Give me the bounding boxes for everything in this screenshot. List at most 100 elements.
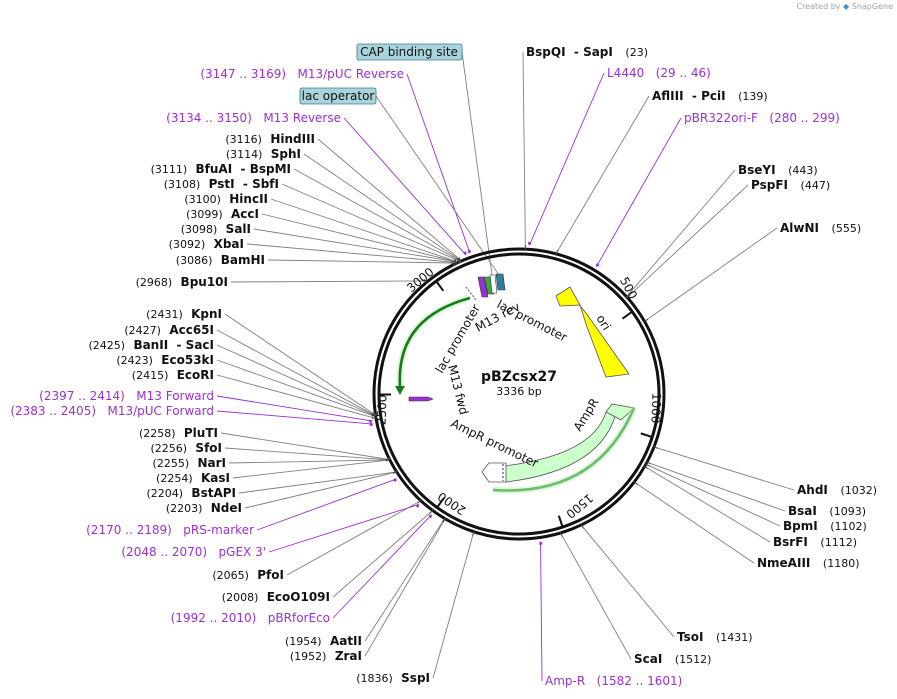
lac-operator-box[interactable] [299, 87, 377, 105]
ampr-feature[interactable] [503, 408, 618, 483]
site-label-sali[interactable]: (3098) SalI [181, 222, 251, 236]
ampr-label: AmpR [571, 396, 602, 434]
site-marker-hindiii [458, 257, 462, 263]
spacer [172, 523, 183, 537]
primer-range: (3134 .. 3150) [166, 111, 252, 125]
ampr-promoter-feature[interactable] [481, 462, 507, 483]
lac-promoter-dashed-marker [465, 286, 477, 301]
leader-hincii [270, 198, 456, 262]
enzyme-name: HincII [229, 192, 268, 206]
site-marker-bfuai [457, 257, 461, 263]
site-label-acci[interactable]: (3099) AccI [186, 207, 259, 221]
site-label-psti[interactable]: (3108) PstI - SbfI [164, 177, 279, 191]
spacer [202, 501, 210, 515]
lac-promoter-arrowhead [395, 386, 405, 395]
site-label-sphi[interactable]: (3114) SphI [226, 147, 301, 161]
site-position: (555) [832, 222, 862, 235]
cap-binding-site-box[interactable] [356, 43, 463, 61]
site-label-xbai[interactable]: (3092) XbaI [169, 237, 244, 251]
site-label-hindiii[interactable]: (3116) HindIII [225, 132, 315, 146]
site-label-pspfi[interactable]: PspFI (447) [751, 178, 830, 192]
enzyme-name: Acc65I [169, 323, 214, 337]
enzyme-name: PspFI [751, 178, 788, 192]
leader-bstapi [238, 471, 395, 494]
primer-label-pbr322[interactable]: pBR322ori-F (280 .. 299) [684, 111, 840, 125]
site-label-bsai[interactable]: BsaI (1093) [788, 504, 866, 518]
spacer [96, 404, 107, 418]
site-position: (3108) [164, 178, 201, 191]
lac-operator-feature[interactable] [495, 273, 506, 291]
primer-leader-m13puc_fwd [216, 410, 374, 425]
site-marker-bsrfi [643, 465, 649, 469]
enzyme-name: PluTI [184, 426, 218, 440]
site-label-ecoo109i[interactable]: (2008) EcoO109I [222, 590, 330, 604]
spacer [819, 221, 832, 235]
site-label-kasi[interactable]: (2254) KasI [156, 471, 230, 485]
tick-label-2500: 2500 [374, 394, 389, 425]
site-label-bamhi[interactable]: (3086) BamHI [176, 253, 265, 267]
site-label-bspqi[interactable]: BspQI - SapI (23) [526, 45, 648, 59]
site-label-kpni[interactable]: (2431) KpnI [146, 307, 222, 321]
primer-label-pbrforeco[interactable]: (1992 .. 2010) pBRforEco [171, 611, 330, 625]
site-position: (1180) [823, 557, 860, 570]
lac-operator-label: lac operator [302, 89, 375, 103]
site-label-ecori[interactable]: (2415) EcoRI [132, 368, 214, 382]
primer-label-l4440[interactable]: L4440 (29 .. 46) [607, 66, 711, 80]
spacer [217, 222, 225, 236]
site-label-acc65i[interactable]: (2427) Acc65I [124, 323, 214, 337]
site-label-bstapi[interactable]: (2204) BstAPI [146, 486, 236, 500]
site-label-nmeaiii[interactable]: NmeAIII (1180) [757, 556, 860, 570]
site-label-aatii[interactable]: (1954) AatII [285, 634, 362, 648]
spacer [193, 471, 201, 485]
site-label-sspi[interactable]: (1836) SspI [356, 671, 430, 685]
leader-nmeaiii [635, 482, 755, 564]
site-label-bpu10i[interactable]: (2968) Bpu10I [136, 275, 228, 289]
site-marker-bstapi [392, 470, 398, 474]
site-label-sfoi[interactable]: (2256) SfoI [150, 441, 222, 455]
enzyme-name: SbfI [252, 177, 279, 191]
primer-label-ampr_primer[interactable]: Amp-R (1582 .. 1601) [545, 674, 682, 688]
cap-site-feature[interactable] [489, 274, 498, 294]
primer-label-m13puc_fwd[interactable]: (2383 .. 2405) M13/pUC Forward [10, 404, 214, 418]
primer-label-m13_forward[interactable]: (2397 .. 2414) M13 Forward [39, 389, 214, 403]
site-position: (1952) [290, 650, 327, 663]
primer-label-m13_reverse[interactable]: (3134 .. 3150) M13 Reverse [166, 111, 341, 125]
enzyme-name: NmeAIII [757, 556, 810, 570]
m13-fwd-feature[interactable] [408, 396, 434, 402]
m13-rev-feature[interactable] [477, 276, 489, 298]
site-label-bsrfi[interactable]: BsrFI (1112) [773, 535, 857, 549]
site-position: (3100) [184, 193, 221, 206]
site-marker-pluti [385, 457, 391, 461]
primer-range: (2170 .. 2189) [86, 523, 172, 537]
spacer [326, 649, 334, 663]
plasmid-name: pBZcsx27 [481, 369, 557, 385]
site-label-bfuai[interactable]: (3111) BfuAI - BspMI [151, 162, 291, 176]
leader-sspi [432, 533, 474, 679]
primer-label-m13puc_rev[interactable]: (3147 .. 3169) M13/pUC Reverse [200, 67, 404, 81]
ori-arrowhead [555, 286, 581, 307]
site-label-nari[interactable]: (2255) NarI [153, 456, 226, 470]
site-label-bseyi[interactable]: BseYI (443) [738, 163, 818, 177]
site-label-tsoi[interactable]: TsoI (1431) [677, 630, 753, 644]
spacer [286, 67, 297, 81]
enzyme-name: SspI [401, 671, 430, 685]
site-label-banii[interactable]: (2425) BanII - SacI [89, 338, 215, 352]
site-label-afliii[interactable]: AflIII - PciI (139) [652, 89, 768, 103]
leader-kpni [224, 313, 374, 414]
spacer [168, 368, 176, 382]
snapgene-logo-icon: ◆ [843, 2, 850, 11]
site-label-pluti[interactable]: (2258) PluTI [139, 426, 218, 440]
site-label-ndei[interactable]: (2203) NdeI [166, 501, 242, 515]
site-label-pfoi[interactable]: (2065) PfoI [212, 568, 284, 582]
site-position: (2203) [166, 502, 203, 515]
site-label-ahdi[interactable]: AhdI (1032) [797, 483, 877, 497]
site-label-zrai[interactable]: (1952) ZraI [290, 649, 362, 663]
site-label-eco53ki[interactable]: (2423) Eco53kI [116, 353, 214, 367]
primer-label-pgex3[interactable]: (2048 .. 2070) pGEX 3' [121, 545, 266, 559]
primer-label-prsmarker[interactable]: (2170 .. 2189) pRS-marker [86, 523, 254, 537]
site-label-alwni[interactable]: AlwNI (555) [780, 221, 861, 235]
site-label-bpmi[interactable]: BpmI (1102) [783, 519, 867, 533]
site-label-hincii[interactable]: (3100) HincII [184, 192, 268, 206]
site-marker-bpu10i [423, 279, 428, 284]
site-label-scai[interactable]: ScaI (1512) [634, 652, 711, 666]
